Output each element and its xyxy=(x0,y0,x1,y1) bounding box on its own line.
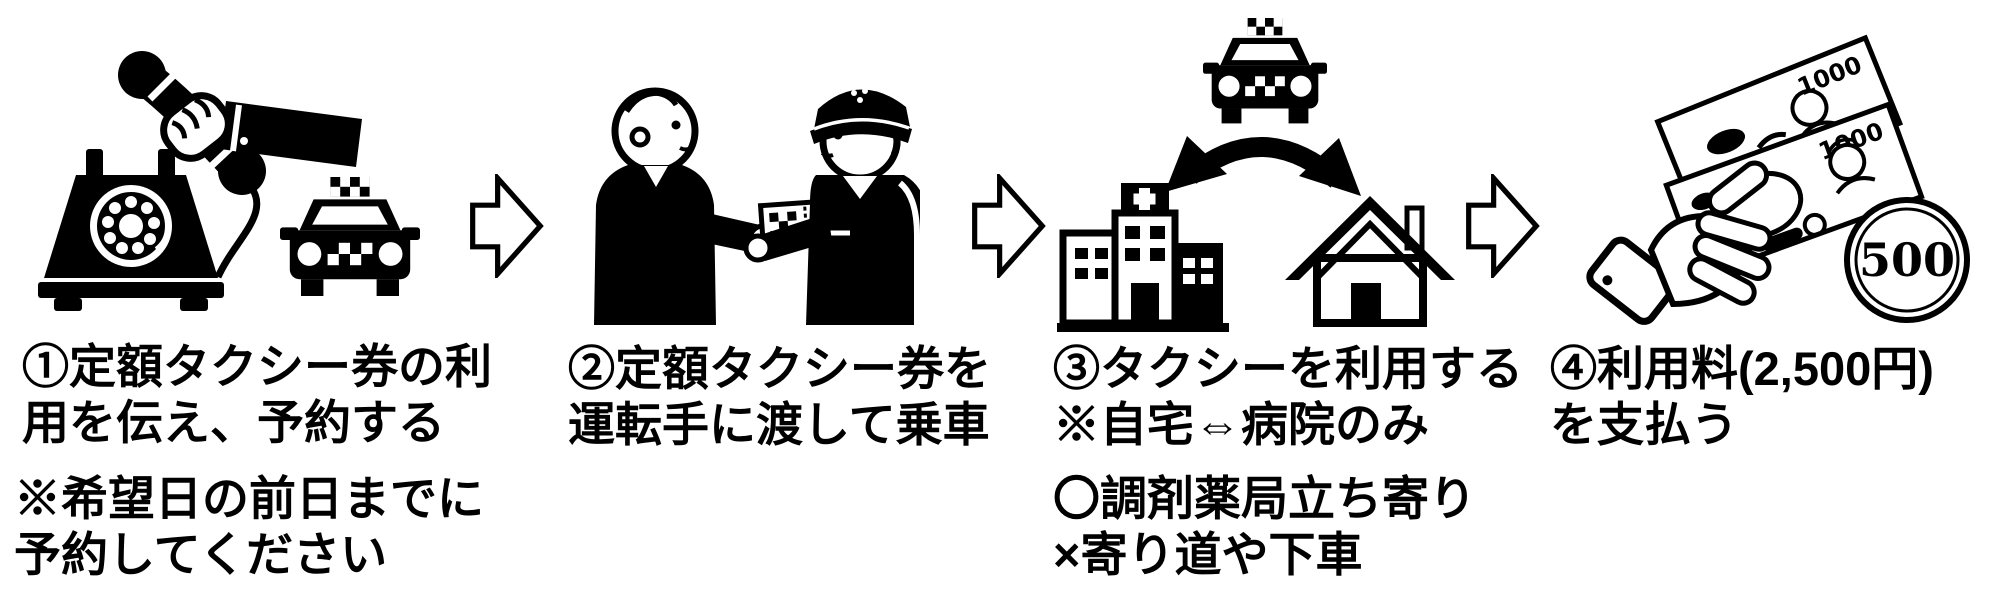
step-1: ①定額タクシー券の利 用を伝え、予約する ※希望日の前日までに 予約してください xyxy=(0,0,520,605)
fist xyxy=(160,92,232,162)
step-3-caption: ③タクシーを利用する ※自宅⇔病院のみ xyxy=(1053,341,1523,453)
caption-line: 運転手に渡して乗車 xyxy=(568,398,990,451)
suit-sleeve xyxy=(220,101,362,167)
rotary-phone-icon xyxy=(38,149,224,311)
flow-arrow-icon xyxy=(1466,174,1540,278)
step-4: 1000 1000 1000 1000 xyxy=(1545,0,2000,605)
house-icon xyxy=(1285,196,1455,327)
coin-value: 500 xyxy=(1859,233,1955,287)
driver-cap xyxy=(814,89,910,129)
note-line: 予約してください xyxy=(14,528,388,581)
step-1-caption: ①定額タクシー券の利 用を伝え、予約する xyxy=(22,339,492,451)
phone-reservation-illustration xyxy=(38,51,420,311)
flow-arrow-icon xyxy=(972,174,1046,278)
thumb xyxy=(1706,160,1770,216)
round-trip-arrow-icon xyxy=(1165,136,1361,196)
caption-line: を支払う xyxy=(1550,398,1738,451)
passenger-figure xyxy=(594,87,779,325)
hand-icon xyxy=(1586,160,1773,325)
payment-illustration: 1000 1000 1000 1000 xyxy=(1586,34,1970,325)
step-1-note: ※希望日の前日までに 予約してください xyxy=(14,471,484,583)
ticket-handover-illustration xyxy=(594,87,920,325)
note-line: ※希望日の前日までに xyxy=(14,472,484,525)
coin-icon: 500 xyxy=(1844,197,1970,323)
note-line: ×寄り道や下車 xyxy=(1053,528,1363,581)
driver-figure xyxy=(743,88,920,325)
caption-line: ②定額タクシー券を xyxy=(568,342,991,395)
flow-arrow-icon xyxy=(470,174,544,278)
taxi-icon xyxy=(280,177,420,296)
step-3-note: 〇調剤薬局立ち寄り ×寄り道や下車 xyxy=(1053,471,1476,583)
step-2: ②定額タクシー券を 運転手に渡して乗車 xyxy=(555,0,1005,605)
taxi-route-illustration xyxy=(1057,18,1455,332)
step-4-caption: ④利用料(2,500円) を支払う xyxy=(1550,341,1934,453)
step-3: ③タクシーを利用する ※自宅⇔病院のみ 〇調剤薬局立ち寄り ×寄り道や下車 xyxy=(1048,0,1523,605)
caption-line: 用を伝え、予約する xyxy=(22,396,445,449)
caption-line: ④利用料(2,500円) xyxy=(1550,342,1934,395)
caption-line: ③タクシーを利用する xyxy=(1053,342,1523,395)
step-2-caption: ②定額タクシー券を 運転手に渡して乗車 xyxy=(568,341,991,453)
note-line: 〇調剤薬局立ち寄り xyxy=(1053,472,1476,525)
hospital-icon xyxy=(1057,183,1229,332)
caption-line: ※自宅⇔病院のみ xyxy=(1053,398,1429,451)
taxi-icon xyxy=(1203,18,1327,124)
handset-in-hand-icon xyxy=(118,51,362,279)
caption-line: ①定額タクシー券の利 xyxy=(22,340,492,393)
